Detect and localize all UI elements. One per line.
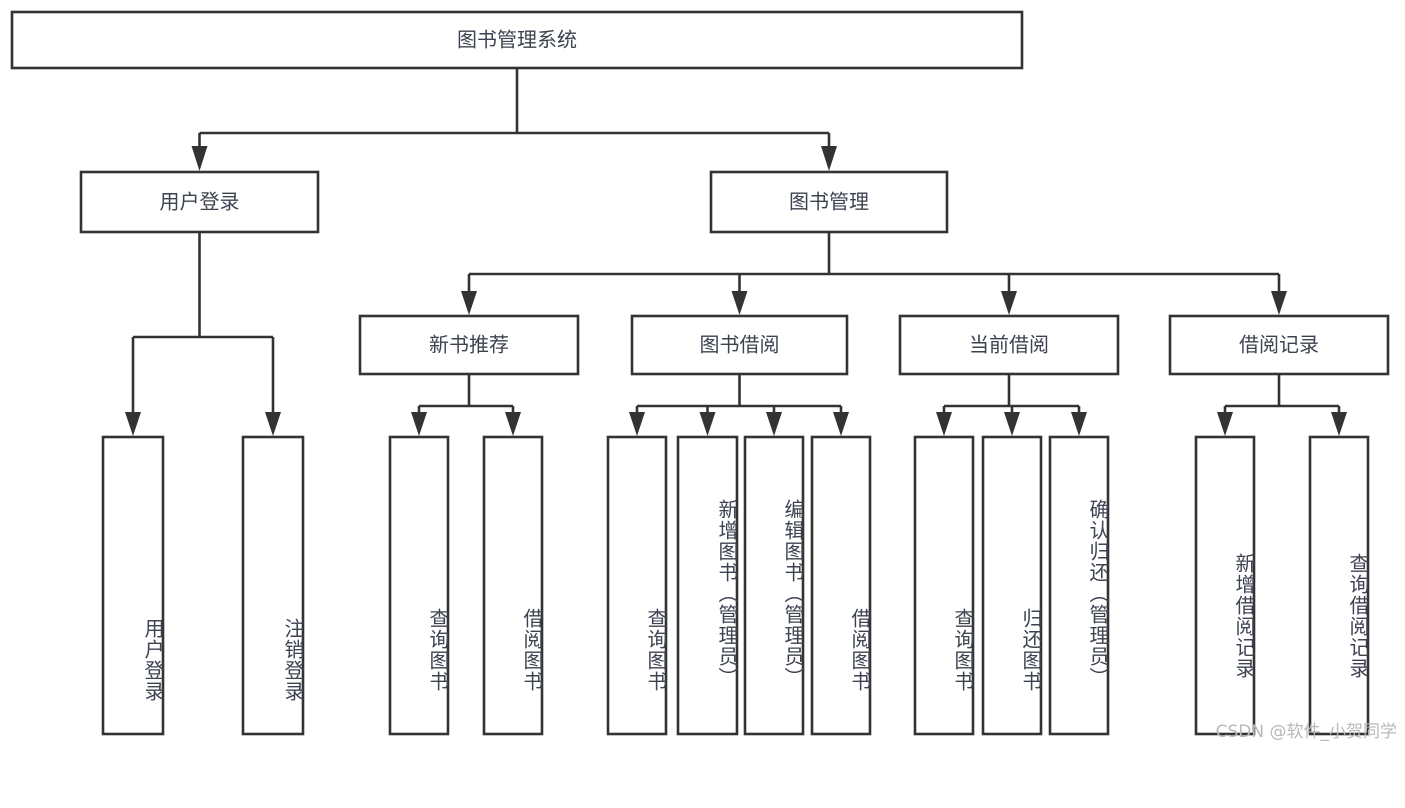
node-root-label: 图书管理系统 <box>457 28 577 52</box>
node-new-book-recommend-box[interactable] <box>358 314 580 376</box>
node-leaf-borrow-book-1-box[interactable] <box>482 435 544 736</box>
arrow-head-leaf-borrow-book-2 <box>833 412 849 436</box>
node-user-login-label: 用户登录 <box>160 190 240 214</box>
arrow-head-leaf-user-login <box>125 412 141 436</box>
arrow-head-leaf-confirm-return <box>1071 412 1087 436</box>
node-leaf-query-book-1-box[interactable] <box>388 435 450 736</box>
node-current-borrow-box[interactable] <box>898 314 1120 376</box>
connector-group-user-login <box>125 232 281 436</box>
arrow-head-book-manage <box>821 146 837 171</box>
arrow-head-user-login <box>191 146 208 171</box>
arrow-head-new-book-recommend <box>461 291 477 315</box>
node-leaf-add-record-box[interactable] <box>1194 435 1256 736</box>
node-book-manage-box[interactable] <box>709 170 949 234</box>
arrow-head-leaf-logout-login <box>265 412 281 436</box>
connector-group-current-borrow <box>936 374 1087 436</box>
arrow-head-leaf-edit-book <box>766 412 782 436</box>
node-new-book-recommend-label: 新书推荐 <box>429 333 509 357</box>
arrow-head-current-borrow <box>1001 291 1017 315</box>
arrow-head-leaf-borrow-book-1 <box>505 412 521 436</box>
arrow-head-leaf-query-record <box>1331 412 1347 436</box>
node-book-manage[interactable]: 图书管理 <box>709 170 949 234</box>
node-book-manage-label: 图书管理 <box>789 190 869 214</box>
node-borrow-record-label: 借阅记录 <box>1239 333 1319 357</box>
node-leaf-user-login-box[interactable] <box>101 435 165 736</box>
node-borrow-record[interactable]: 借阅记录 <box>1168 314 1390 376</box>
node-book-borrow-box[interactable] <box>630 314 849 376</box>
node-leaf-query-book-3-box[interactable] <box>913 435 975 736</box>
leaf-box-group <box>101 435 1370 736</box>
watermark-text: CSDN @软件_小贺同学 <box>1215 722 1397 742</box>
arrow-head-leaf-query-book-3 <box>936 412 952 436</box>
arrow-head-leaf-add-record <box>1217 412 1233 436</box>
node-book-borrow[interactable]: 图书借阅 <box>630 314 849 376</box>
connector-group-book-borrow <box>629 374 849 436</box>
arrow-head-borrow-record <box>1271 291 1287 315</box>
node-new-book-recommend[interactable]: 新书推荐 <box>358 314 580 376</box>
node-current-borrow[interactable]: 当前借阅 <box>898 314 1120 376</box>
arrow-head-leaf-query-book-1 <box>411 412 427 436</box>
arrow-head-leaf-add-book <box>699 412 716 436</box>
arrow-head-leaf-return-book <box>1004 412 1020 436</box>
node-leaf-logout-login-box[interactable] <box>241 435 305 736</box>
node-leaf-add-book-box[interactable] <box>676 435 739 736</box>
node-leaf-confirm-return-box[interactable] <box>1048 435 1110 736</box>
node-current-borrow-label: 当前借阅 <box>969 333 1049 357</box>
node-leaf-borrow-book-2-box[interactable] <box>810 435 872 736</box>
flowchart-canvas: 图书管理系统 用户登录 图书管理 新书推荐 图书借阅 当前借阅 借阅记录 <box>10 10 1397 742</box>
hierarchy-diagram: 图书管理系统 用户登录 图书管理 新书推荐 图书借阅 当前借阅 借阅记录 <box>10 10 1390 736</box>
node-leaf-return-book-box[interactable] <box>981 435 1043 736</box>
node-leaf-query-book-2-box[interactable] <box>606 435 668 736</box>
node-book-borrow-label: 图书借阅 <box>700 333 780 357</box>
arrow-head-book-borrow <box>731 291 748 315</box>
connector-group-root <box>191 68 837 171</box>
arrow-head-leaf-query-book-2 <box>629 412 645 436</box>
node-leaf-edit-book-box[interactable] <box>743 435 805 736</box>
node-root[interactable]: 图书管理系统 <box>10 10 1024 70</box>
node-leaf-query-record-box[interactable] <box>1308 435 1370 736</box>
node-borrow-record-box[interactable] <box>1168 314 1390 376</box>
node-user-login[interactable]: 用户登录 <box>79 170 320 234</box>
connector-group-new-book-recommend <box>411 374 521 436</box>
node-root-box[interactable] <box>10 10 1024 70</box>
node-user-login-box[interactable] <box>79 170 320 234</box>
connector-group-borrow-record <box>1217 374 1347 436</box>
connector-group-book-manage <box>461 232 1287 315</box>
